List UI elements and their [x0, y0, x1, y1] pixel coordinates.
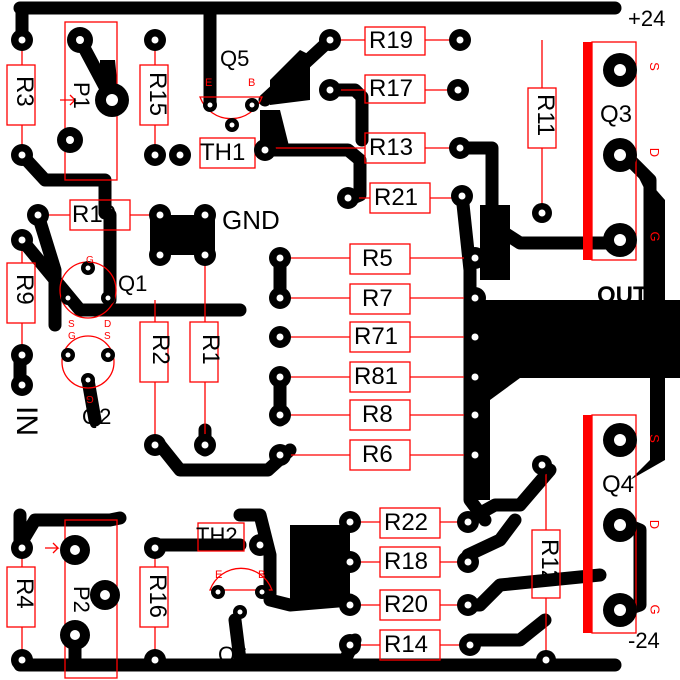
p1-arrow	[60, 94, 77, 106]
r17-label: R17	[369, 75, 414, 102]
r2-body	[139, 321, 169, 383]
r3-body	[6, 64, 36, 126]
r12-label: R12	[536, 539, 563, 584]
q4-pin-g: G	[647, 604, 663, 615]
q2-pin-s: S	[104, 331, 111, 342]
r16-body	[139, 566, 169, 628]
q2-pin-g-bottom: G	[86, 393, 94, 404]
r11-label: R11	[532, 94, 559, 137]
r20-label: R20	[384, 591, 429, 618]
q4-label: Q4	[602, 471, 635, 498]
r19-label: R19	[369, 27, 414, 54]
r21-label: R21	[374, 184, 419, 211]
in-label: IN	[10, 406, 43, 436]
q6-label: Q6	[218, 642, 248, 667]
q6-pin-b: B	[258, 569, 266, 581]
r7-body	[349, 283, 411, 315]
r4-body	[6, 566, 36, 628]
r17-body	[364, 74, 426, 104]
p1-label: P1	[69, 82, 94, 109]
r14-label: R14	[384, 631, 429, 658]
r71-label: R71	[354, 323, 399, 350]
r9-body	[6, 262, 36, 324]
r5-label: R5	[362, 245, 393, 272]
th1-label: TH1	[200, 139, 246, 166]
r1-label: R1	[197, 334, 224, 365]
supply-negative-label: -24	[628, 628, 660, 653]
r3-label: R3	[11, 76, 38, 107]
r13-label: R13	[369, 134, 414, 161]
r8-label: R8	[362, 401, 393, 428]
r5-body	[349, 243, 411, 275]
q1-label: Q1	[118, 271, 148, 296]
r19-body	[364, 26, 426, 56]
q1-pin-s: S	[68, 319, 75, 330]
r18-label: R18	[384, 548, 429, 575]
q3-pin-g: G	[647, 231, 663, 242]
r6-label: R6	[362, 441, 393, 468]
q1-pin-g: G	[86, 255, 94, 266]
q4-pin-d: D	[647, 519, 663, 530]
r16-label: R16	[144, 574, 171, 619]
copper-pours	[100, 50, 680, 600]
q2-label: Q2	[82, 404, 112, 429]
q1-pin-d: D	[104, 319, 112, 330]
q3-pin-s: S	[646, 62, 662, 71]
q6-pin-e: E	[215, 569, 223, 581]
pad-holes	[18, 36, 626, 664]
q5-pin-e: E	[205, 77, 213, 89]
supply-positive-label: +24	[628, 6, 666, 31]
q3-pin-d: D	[647, 147, 663, 158]
q3-tab	[583, 42, 592, 260]
r81-label: R81	[354, 363, 399, 390]
q4-pin-s: S	[646, 434, 662, 443]
q6-outline	[209, 567, 273, 591]
q5-label: Q5	[220, 46, 250, 71]
r4-label: R4	[11, 578, 38, 609]
r9-label: R9	[11, 274, 38, 305]
q2-pin-g: G	[68, 331, 76, 342]
p2-label: P2	[69, 586, 94, 613]
r2-label: R2	[147, 334, 174, 365]
r22-body	[379, 507, 441, 539]
p2-arrow	[45, 542, 60, 554]
q3-label: Q3	[600, 101, 633, 128]
r15-body	[139, 64, 169, 126]
q5-pin-b: B	[248, 77, 256, 89]
th2-label: TH2	[196, 523, 238, 548]
r7-label: R7	[362, 285, 393, 312]
th2-body	[197, 522, 245, 552]
out-label: OUT	[597, 282, 648, 309]
r10-label: R10	[72, 201, 117, 228]
q4-tab	[583, 415, 592, 633]
gnd-label: GND	[222, 205, 280, 235]
r1-body	[189, 321, 219, 383]
q2-outline	[61, 335, 115, 389]
r15-label: R15	[144, 72, 171, 117]
r22-label: R22	[384, 509, 429, 536]
